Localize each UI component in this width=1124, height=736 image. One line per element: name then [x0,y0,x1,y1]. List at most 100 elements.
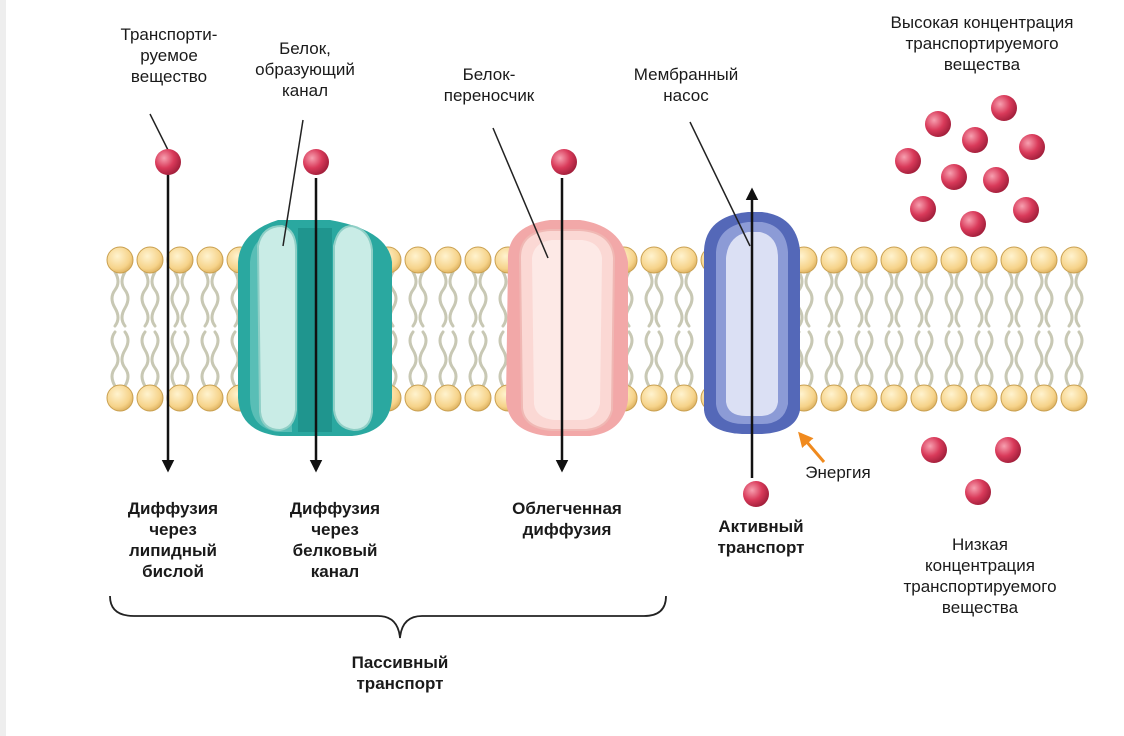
lipid-head [941,385,967,411]
label-passive-transport: Пассивный транспорт [320,652,480,694]
lipid-tail [450,332,456,386]
lipid-tail [926,272,932,326]
lipid-head [1031,385,1057,411]
molecule [983,167,1009,193]
molecule [991,95,1017,121]
molecule [962,127,988,153]
lipid-tail [836,332,842,386]
label-carrier-protein: Белок- переносчик [414,64,564,106]
lipid-tail [686,272,692,326]
lipid-head [641,385,667,411]
lipid-tail [470,332,476,386]
lipid-tail [986,332,992,386]
lipid-tail [1076,332,1082,386]
lipid-tail [686,332,692,386]
lipid-tail [656,332,662,386]
lipid-tail [480,332,486,386]
lipid-tail [956,332,962,386]
lipid-head [881,247,907,273]
lipid-head [851,247,877,273]
lipid-tail [1036,272,1042,326]
molecule [921,437,947,463]
lipid-tail [916,272,922,326]
label-active-transport: Активный транспорт [686,516,836,558]
lipid-head [671,247,697,273]
lipid-head [197,385,223,411]
lipid-tail [946,272,952,326]
lipid-head [671,385,697,411]
lipid-tail [172,332,178,386]
molecule [910,196,936,222]
lipid-tail [646,332,652,386]
label-membrane-pump: Мембранный насос [606,64,766,106]
lipid-tail [232,272,238,326]
lipid-head [167,385,193,411]
lipid-tail [122,272,128,326]
lipid-tail [182,332,188,386]
lipid-tail [1046,272,1052,326]
lipid-head [1061,385,1087,411]
energy-arrow [800,434,824,462]
lipid-tail [470,272,476,326]
lipid-tail [440,272,446,326]
lipid-head [881,385,907,411]
lipid-tail [1006,332,1012,386]
lipid-tail [916,332,922,386]
molecule [303,149,329,175]
lipid-head [137,385,163,411]
molecule [995,437,1021,463]
lipid-tail [656,272,662,326]
lipid-tail [976,272,982,326]
molecule [965,479,991,505]
lipid-tail [480,272,486,326]
lipid-head [851,385,877,411]
lipid-tail [410,272,416,326]
lipid-head [465,247,491,273]
lipid-tail [112,272,118,326]
label-high-concentration: Высокая концентрация транспортируемого в… [842,12,1122,75]
lipid-tail [1066,272,1072,326]
lipid-tail [152,332,158,386]
label-facilitated-diffusion: Облегченная диффузия [482,498,652,540]
lipid-head [435,247,461,273]
molecule [1013,197,1039,223]
lipid-tail [122,332,128,386]
lipid-head [821,385,847,411]
lipid-tail [676,272,682,326]
lipid-tail [500,332,506,386]
lipid-tail [1046,332,1052,386]
molecule [960,211,986,237]
molecule [155,149,181,175]
lipid-head [137,247,163,273]
lipid-tail [676,332,682,386]
lipid-head [911,385,937,411]
lipid-tail [896,272,902,326]
lipid-tail [182,272,188,326]
molecule [551,149,577,175]
lipid-tail [420,272,426,326]
lipid-tail [202,272,208,326]
lipid-head [197,247,223,273]
lipid-tail [646,272,652,326]
lipid-tail [202,332,208,386]
lipid-tail [450,272,456,326]
lipid-tail [976,332,982,386]
molecule [743,481,769,507]
lipid-tail [172,272,178,326]
lipid-tail [986,272,992,326]
label-energy: Энергия [786,462,890,483]
lipid-head [107,385,133,411]
lipid-head [167,247,193,273]
lipid-head [911,247,937,273]
lipid-tail [826,332,832,386]
lipid-tail [112,332,118,386]
lipid-tail [926,332,932,386]
lipid-tail [1066,332,1072,386]
carrier-protein [506,220,628,436]
lipid-head [465,385,491,411]
lipid-tail [440,332,446,386]
molecule [941,164,967,190]
leader-lines [150,114,750,258]
lipid-tail [866,332,872,386]
